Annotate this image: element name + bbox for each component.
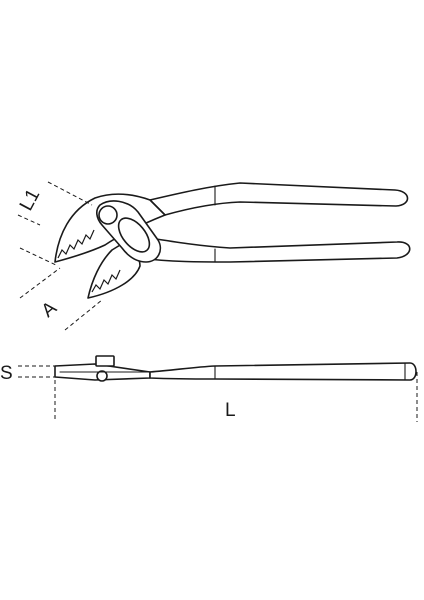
pliers-top-view	[54, 355, 417, 382]
thickness-label: S	[0, 363, 13, 384]
top-view-handle	[149, 362, 417, 381]
slip-joint-slot	[117, 217, 151, 253]
lower-jaw-teeth	[91, 269, 121, 293]
jaw-opening-label: A	[38, 297, 61, 321]
l1-dim-line-b	[47, 181, 93, 206]
pivot-bolt	[98, 205, 118, 225]
top-view-pivot	[96, 370, 108, 382]
upper-jaw-teeth	[57, 229, 95, 259]
pliers-side-view	[54, 182, 411, 299]
a-dim-line-a	[19, 267, 61, 299]
l1-dim-line-c	[17, 214, 41, 226]
lower-handle	[139, 237, 411, 263]
jaw-length-label: L1	[16, 186, 44, 215]
upper-handle	[149, 182, 409, 216]
top-view-dimensions: S L	[0, 363, 418, 422]
l1-dim-line-a	[19, 247, 59, 267]
a-dim-line-b	[64, 299, 103, 331]
overall-length-label: L	[225, 400, 236, 421]
top-view-nut	[95, 355, 115, 367]
